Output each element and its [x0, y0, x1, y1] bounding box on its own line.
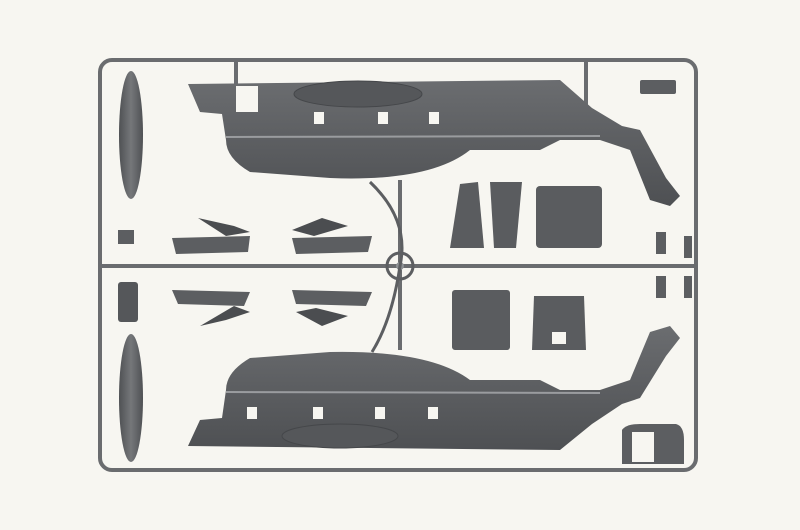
curved-runner	[368, 180, 404, 353]
fuselage-half-lower	[188, 326, 680, 450]
small-part	[118, 230, 134, 244]
fuselage-half-upper	[188, 80, 680, 206]
sponson-left	[172, 218, 250, 326]
sponson-right	[292, 218, 372, 326]
fuel-tank-bottom	[119, 334, 143, 462]
rear-ramp-panels	[450, 182, 602, 350]
small-part	[118, 282, 138, 322]
cockpit-door	[622, 424, 684, 464]
fuel-tank-top	[119, 71, 143, 199]
small-parts	[640, 80, 692, 298]
